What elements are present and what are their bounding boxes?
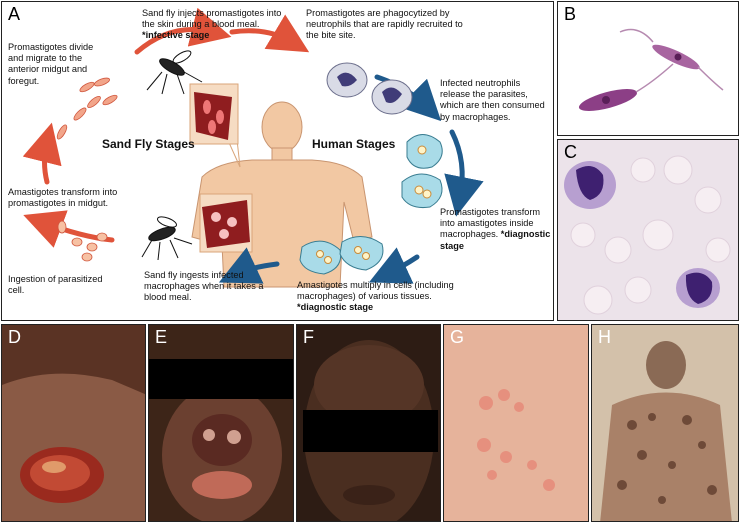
step-3-caption: Infected neutrophils release the parasit… [440,78,552,123]
step-7-text: Ingestion of parasitized cell. [8,274,103,296]
privacy-bar-eyes [149,359,293,399]
skin-inset-lower [199,193,253,253]
step-8-text: Amastigotes transform into promastigotes… [8,187,118,209]
papular-lesions-artwork [444,325,588,521]
step-8-caption: Amastigotes transform into promastigotes… [8,187,148,209]
panel-b-promastigote-micrograph: B [557,1,739,136]
step-5-caption: Amastigotes multiply in cells (including… [297,280,477,314]
privacy-bar-eyes [303,410,438,452]
panel-label-e: E [155,327,168,347]
panel-label-b: B [564,4,577,24]
panel-e-mucocutaneous-photo: E [148,324,294,522]
step-4-caption: Promastigotes transform into amastigotes… [440,207,552,252]
promastigote-cluster [56,77,118,140]
sand-fly-upper [146,50,203,95]
panel-c-blood-smear: C [557,139,739,321]
step-2-caption: Promastigotes are phagocytized by neutro… [306,8,471,42]
step-2-text: Promastigotes are phagocytized by neutro… [306,8,463,41]
panel-h-disseminated-nodules-photo: H [591,324,739,522]
panel-label-a: A [8,4,21,24]
mucocutaneous-artwork [162,385,282,521]
step-1-text: Sand fly injects promastigotes into the … [142,8,282,30]
sand-fly-lower [141,216,193,261]
step-6-caption: Sand fly ingests infected macrophages wh… [144,270,279,304]
panel-label-f: F [303,327,314,347]
human-stages-title: Human Stages [312,137,396,151]
step-5-text: Amastigotes multiply in cells (including… [297,280,454,302]
skin-inset-upper [189,83,239,145]
panel-g-papular-lesions-photo: G [443,324,589,522]
step-3-text: Infected neutrophils release the parasit… [440,78,545,122]
step-4-note: *diagnostic stage [440,229,551,251]
step-6-text: Sand fly ingests infected macrophages wh… [144,270,264,303]
sand-fly-stages-title: Sand Fly Stages [102,137,195,151]
panel-a-life-cycle-diagram: A [1,1,554,321]
life-cycle-artwork [22,7,484,288]
step-1-note: *infective stage [142,30,210,41]
step-9-caption: Promastigotes divide and migrate to the … [8,42,96,87]
step-4-text: Promastigotes transform into amastigotes… [440,207,541,240]
step-9-text: Promastigotes divide and migrate to the … [8,42,94,86]
amastigote-parasites [316,145,432,264]
ulcer-artwork [2,373,145,521]
promastigote-artwork [578,28,724,111]
panel-label-c: C [564,142,577,162]
blood-smear-artwork [564,155,731,315]
disseminated-nodules-artwork [592,325,738,521]
panel-d-cutaneous-ulcer-photo: D [1,324,146,522]
panel-label-h: H [598,327,611,347]
neutrophil-cells [326,62,413,115]
step-7-caption: Ingestion of parasitized cell. [8,274,108,296]
panel-label-g: G [450,327,465,347]
amastigote-cluster-midgut [57,220,108,262]
step-5-note: *diagnostic stage [297,302,374,313]
step-1-caption: Sand fly injects promastigotes into the … [142,8,292,42]
panel-f-diffuse-cutaneous-photo: F [296,324,441,522]
panel-label-d: D [8,327,21,347]
